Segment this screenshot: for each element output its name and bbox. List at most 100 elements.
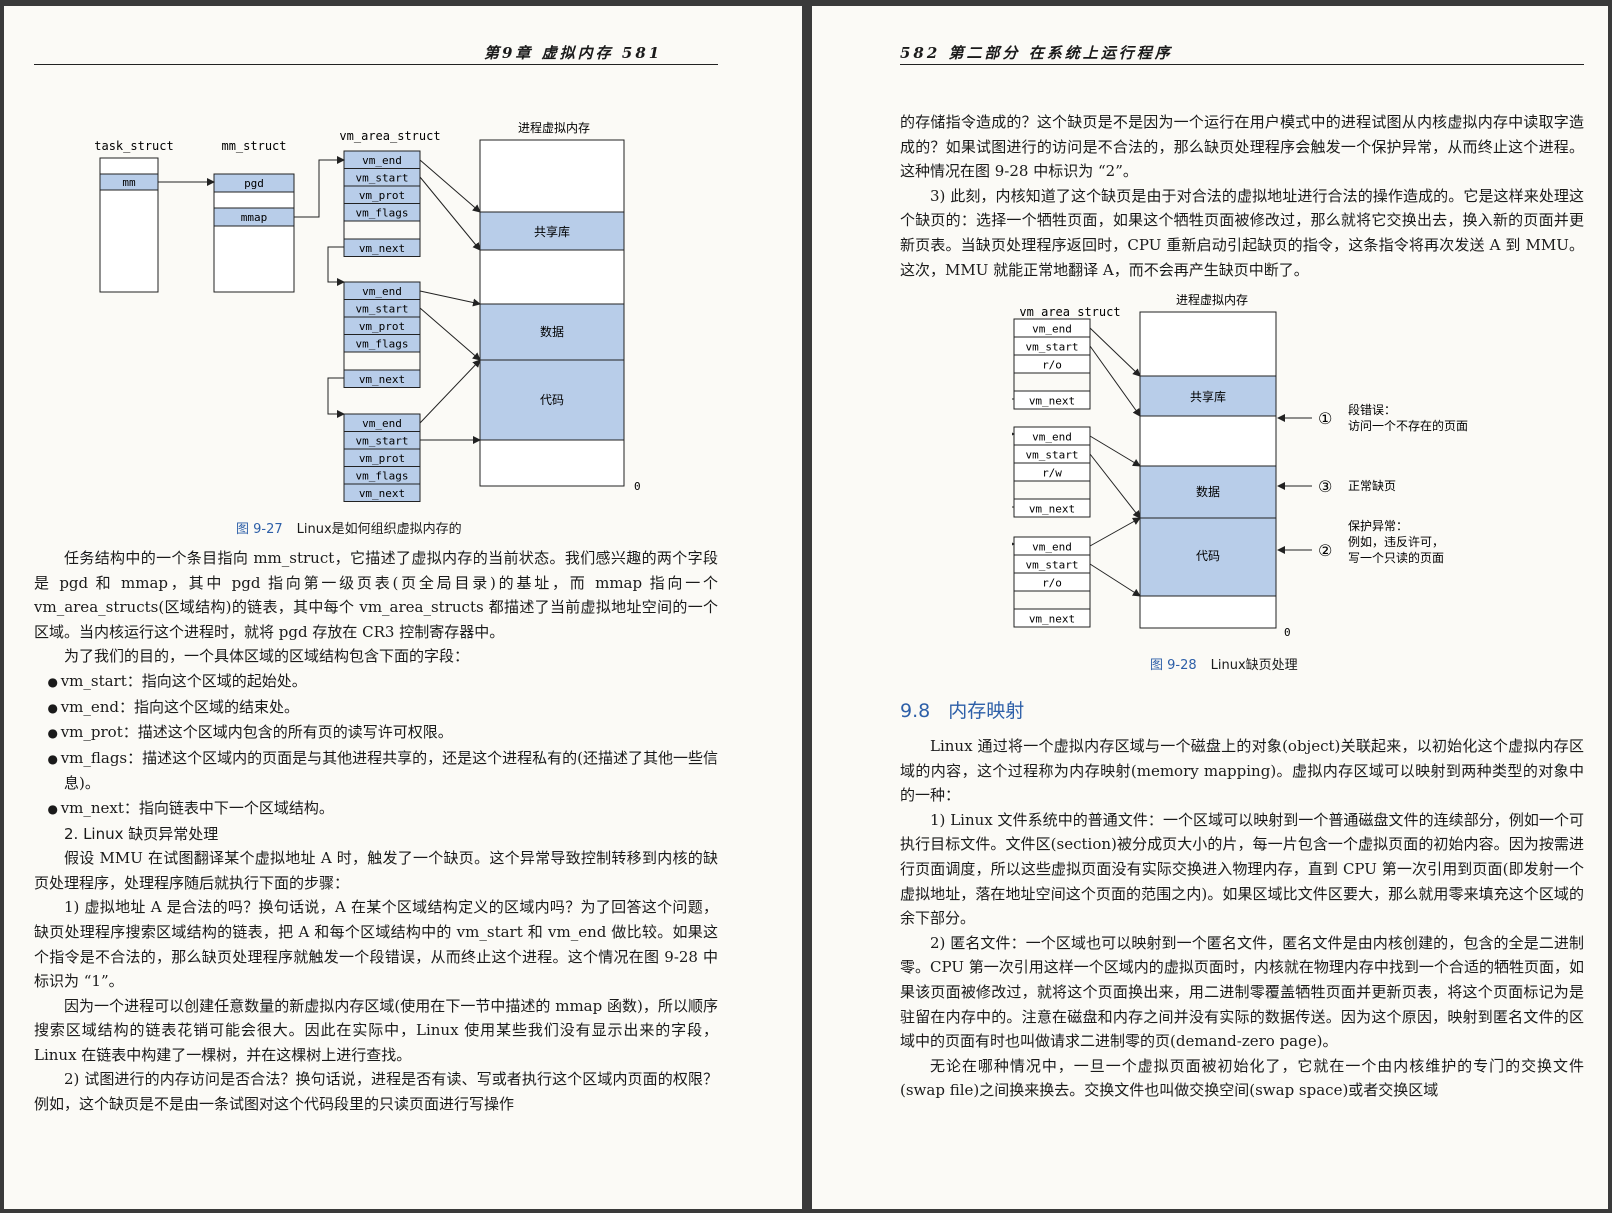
- arrow-end-data: [419, 290, 481, 307]
- field-box: [1013, 498, 1091, 518]
- mm-field-label: mm: [122, 176, 136, 189]
- task-struct-label: task_struct: [94, 139, 173, 153]
- bullet-item: ●vm_flags：描述这个区域内的页面是与其他进程共享的，还是这个进程私有的(…: [47, 748, 719, 793]
- figure-caption-text: Linux缺页处理: [1210, 658, 1298, 673]
- arrow-end-data: [1089, 435, 1141, 467]
- segment-code: [479, 359, 625, 441]
- address-zero-label: 0: [1284, 626, 1291, 639]
- bullet-dot: ●: [47, 801, 58, 816]
- field-label: vm_end: [1032, 541, 1072, 554]
- figure-9-28: vm_area_struct 进程虚拟内存 vm_endvm_startr/ov…: [1012, 292, 1468, 639]
- field-label: vm_flags: [356, 338, 409, 351]
- field-label: vm_end: [1032, 323, 1072, 336]
- fault-3-label: 正常缺页: [1348, 478, 1396, 493]
- figure-number: 图 9-28: [1150, 658, 1197, 673]
- field-box: [1013, 462, 1091, 482]
- subheading: 2. Linux 缺页异常处理: [64, 824, 219, 843]
- field-label: vm_end: [362, 154, 402, 167]
- figure-9-27: task_struct mm mm_struct pgd mmap vm_are…: [94, 120, 641, 502]
- figure-number: 图 9-27: [236, 522, 283, 537]
- segment-data: [479, 303, 625, 361]
- bullet-dot: ●: [47, 751, 58, 766]
- segment-data-label: 数据: [1196, 484, 1220, 499]
- arrow-start-code: [1089, 563, 1141, 597]
- section-heading: 9.8 内存映射: [900, 696, 1024, 723]
- section-number: 9.8: [900, 700, 931, 722]
- address-zero-label: 0: [634, 480, 641, 493]
- vm-area-struct-1: vm_end vm_start r/o vm_next: [1013, 318, 1091, 410]
- fault-2-label: 保护异常：: [1348, 519, 1408, 533]
- paragraph: 1) 虚拟地址 A 是合法的吗？换句话说，A 在某个区域结构定义的区域内吗？为了…: [34, 898, 718, 991]
- right-body-top: 的存储指令造成的？这个缺页是不是因为一个运行在用户模式中的进程试图从内核虚拟内存…: [900, 110, 1584, 282]
- field-label: vm_prot: [359, 189, 405, 202]
- paragraph: 无论在哪种情况中，一旦一个虚拟页面被初始化了，它就在一个由内核维护的专门的交换文…: [900, 1056, 1584, 1100]
- virtual-memory-label: 进程虚拟内存: [1176, 292, 1248, 307]
- arrow-end-shared: [1089, 327, 1141, 377]
- field-label: r/o: [1042, 359, 1062, 372]
- arrow-end-code: [419, 359, 481, 424]
- left-body: 任务结构中的一个条目指向 mm_struct，它描述了虚拟内存的当前状态。我们感…: [34, 546, 718, 1117]
- arrow-start-shared: [1089, 345, 1141, 417]
- arrow-start-data: [419, 307, 481, 361]
- bullet-item: ●vm_prot：描述这个区域内包含的所有页的读写许可权限。: [34, 720, 718, 746]
- section-title: 内存映射: [948, 700, 1025, 722]
- segment-shared-lib: [1139, 375, 1277, 417]
- header-rule: [34, 64, 718, 65]
- fault-2-desc-2: 写一个只读的页面: [1348, 550, 1444, 565]
- segment-data: [1139, 465, 1277, 519]
- field-box: [1013, 608, 1091, 628]
- field-label: vm_next: [359, 242, 405, 255]
- field-label: vm_flags: [356, 207, 409, 220]
- field-label: vm_next: [359, 487, 405, 500]
- vm-next-link-2: [327, 377, 345, 418]
- field-label: vm_start: [1026, 341, 1079, 354]
- bullet-dot: ●: [47, 726, 58, 741]
- segment-data-label: 数据: [540, 324, 564, 339]
- fault-2-desc-1: 例如，违反许可，: [1348, 534, 1444, 549]
- field-label: vm_next: [359, 373, 405, 386]
- field-label: vm_prot: [359, 452, 405, 465]
- paragraph: 1) Linux 文件系统中的普通文件：一个区域可以映射到一个普通磁盘文件的连续…: [900, 810, 1584, 928]
- field-label: vm_next: [1029, 395, 1075, 408]
- vm-area-struct-list: vm_end vm_start vm_prot vm_flags vm_next vm_e…: [343, 150, 421, 502]
- paragraph: 的存储指令造成的？这个缺页是不是因为一个运行在用户模式中的进程试图从内核虚拟内存…: [900, 113, 1584, 181]
- segment-code-label: 代码: [1196, 549, 1220, 563]
- figure-caption-text: Linux是如何组织虚拟内存的: [296, 522, 462, 537]
- vm-area-struct-label: vm_area_struct: [339, 129, 440, 143]
- figure-caption: 图 9-28 Linux缺页处理: [1150, 654, 1298, 673]
- field-box: [1013, 354, 1091, 374]
- field-label: vm_flags: [356, 470, 409, 483]
- paragraph: 任务结构中的一个条目指向 mm_struct，它描述了虚拟内存的当前状态。我们感…: [34, 549, 718, 641]
- right-page: 582 第二部分 在系统上运行程序 的存储指令造成的？这个缺页是不是因为一个运行…: [812, 6, 1608, 1209]
- field-label: vm_next: [1029, 503, 1075, 516]
- fault-2-number: ②: [1318, 541, 1332, 560]
- header-rule: [900, 64, 1584, 65]
- right-body-bottom: Linux 通过将一个虚拟内存区域与一个磁盘上的对象(object)关联起来，以…: [900, 734, 1584, 1103]
- segment-shared-lib: [479, 211, 625, 251]
- left-page: 第9章 虚拟内存 581 task_struct mm mm_struct pg…: [4, 6, 802, 1209]
- paragraph: 3) 此刻，内核知道了这个缺页是由于对合法的虚拟地址进行合法的操作造成的。它是这…: [900, 186, 1584, 279]
- field-label: vm_end: [362, 285, 402, 298]
- fault-1-number: ①: [1318, 409, 1332, 428]
- field-label: vm_end: [362, 417, 402, 430]
- field-label: vm_start: [356, 303, 409, 316]
- field-label: vm_start: [1026, 559, 1079, 572]
- field-label: vm_end: [1032, 431, 1072, 444]
- field-box: [343, 334, 421, 353]
- field-box: [1013, 390, 1091, 410]
- running-head-left: 第9章 虚拟内存 581: [484, 44, 663, 62]
- segment-code-label: 代码: [540, 393, 564, 407]
- arrow-end-shared: [419, 159, 481, 213]
- paragraph: Linux 通过将一个虚拟内存区域与一个磁盘上的对象(object)关联起来，以…: [900, 737, 1584, 805]
- field-label: vm_prot: [359, 320, 405, 333]
- virtual-memory-label: 进程虚拟内存: [518, 120, 590, 135]
- field-label: vm_start: [356, 172, 409, 185]
- field-label: vm_start: [1026, 449, 1079, 462]
- bullet-item: ●vm_end：指向这个区域的结束处。: [34, 695, 718, 721]
- paragraph: 因为一个进程可以创建任意数量的新虚拟内存区域(使用在下一节中描述的 mmap 函…: [34, 996, 718, 1064]
- paragraph: 2) 匿名文件：一个区域也可以映射到一个匿名文件，匿名文件是由内核创建的，包含的…: [900, 933, 1584, 1051]
- fault-3-number: ③: [1318, 477, 1332, 496]
- bullet-item: ●vm_next：指向链表中下一个区域结构。: [34, 796, 718, 822]
- bullet-item: ●vm_start：指向这个区域的起始处。: [34, 669, 718, 695]
